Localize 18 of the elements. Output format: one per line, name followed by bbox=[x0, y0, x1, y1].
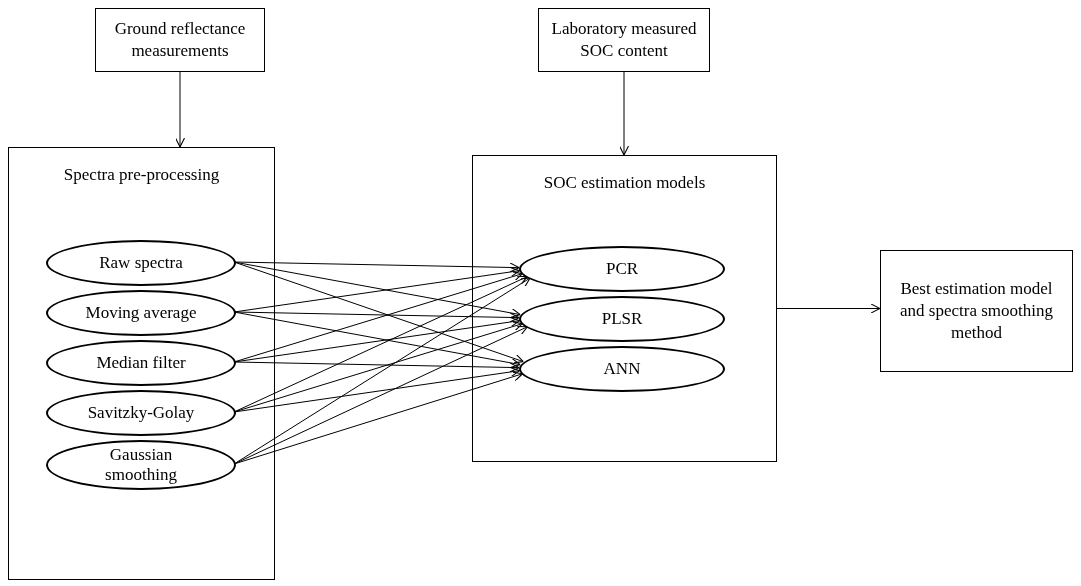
group-box bbox=[8, 147, 275, 580]
process-ellipse: Gaussian smoothing bbox=[46, 440, 236, 490]
process-box: Best estimation model and spectra smoothing method bbox=[880, 250, 1073, 372]
arrow bbox=[174, 71, 186, 148]
process-ellipse: Moving average bbox=[46, 290, 236, 336]
group-box bbox=[472, 155, 777, 462]
process-box: Ground reflectance measurements bbox=[95, 8, 265, 72]
group-title: Spectra pre-processing bbox=[63, 164, 220, 186]
process-box: Laboratory measured SOC content bbox=[538, 8, 710, 72]
process-ellipse: ANN bbox=[519, 346, 725, 392]
process-ellipse: Raw spectra bbox=[46, 240, 236, 286]
process-ellipse: PCR bbox=[519, 246, 725, 292]
arrow bbox=[776, 303, 881, 314]
process-ellipse: Savitzky-Golay bbox=[46, 390, 236, 436]
process-ellipse: Median filter bbox=[46, 340, 236, 386]
group-title: SOC estimation models bbox=[543, 172, 706, 194]
arrow bbox=[618, 71, 630, 156]
process-ellipse: PLSR bbox=[519, 296, 725, 342]
